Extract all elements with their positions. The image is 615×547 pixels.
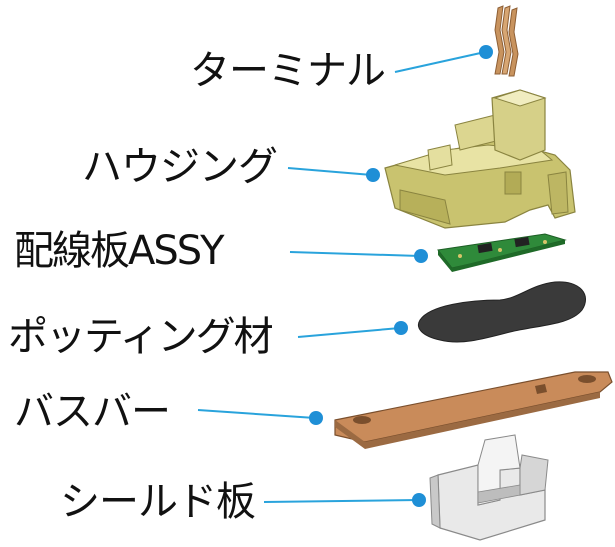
leader-dot-pcb bbox=[414, 249, 428, 263]
label-pcb-assy: 配線板ASSY bbox=[14, 228, 225, 274]
leader-dot-terminal bbox=[479, 45, 493, 59]
leader-dots bbox=[309, 45, 493, 507]
leader-dot-shield bbox=[412, 493, 426, 507]
busbar-part bbox=[334, 371, 613, 449]
leader-dot-potting bbox=[394, 321, 408, 335]
label-terminal: ターミナル bbox=[190, 48, 386, 94]
pcb-assy-part bbox=[437, 233, 567, 272]
label-shield-plate: シールド板 bbox=[60, 479, 256, 525]
label-housing: ハウジング bbox=[82, 144, 278, 190]
leader-dot-housing bbox=[366, 168, 380, 182]
label-busbar: バスバー bbox=[14, 389, 171, 435]
leader-line-pcb bbox=[289, 251, 421, 257]
leader-line-housing bbox=[287, 167, 373, 176]
leader-line-terminal bbox=[394, 51, 486, 73]
terminal-part bbox=[494, 5, 519, 77]
leader-dot-busbar bbox=[309, 411, 323, 425]
leader-line-shield bbox=[263, 499, 419, 503]
leader-line-potting bbox=[297, 327, 401, 338]
housing-part bbox=[384, 89, 576, 229]
leader-lines bbox=[197, 51, 486, 503]
shield-plate-part bbox=[429, 434, 549, 541]
potting-material-part bbox=[417, 281, 587, 343]
label-potting-material: ポッティング材 bbox=[8, 314, 274, 360]
leader-line-busbar bbox=[197, 409, 316, 419]
